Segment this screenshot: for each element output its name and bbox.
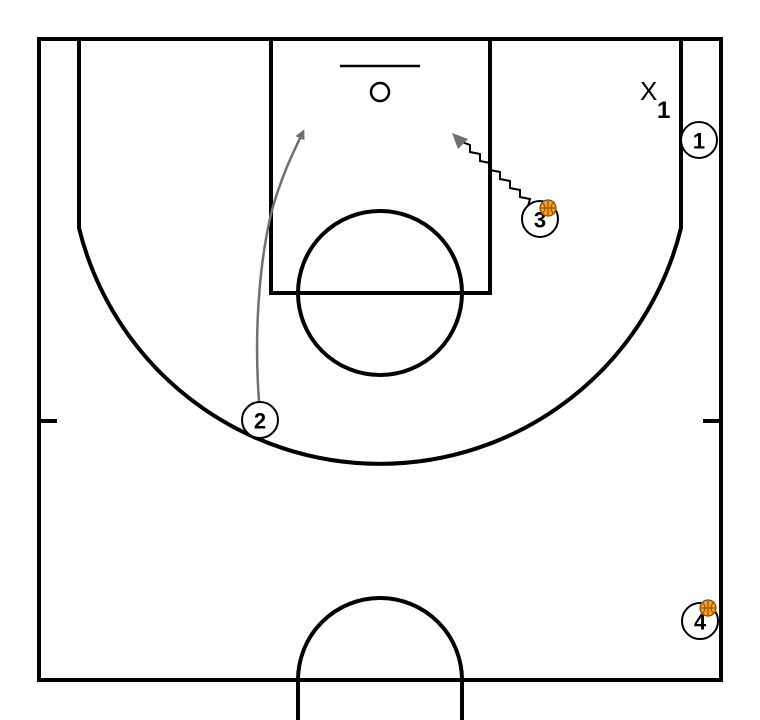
three-point-line [77,39,683,466]
player-marker [680,121,718,159]
defender-x1: X 1 [640,76,670,124]
offense-player-1: 1 [680,121,718,159]
basketball-icon [699,599,717,617]
basketball-icon [539,199,557,217]
player-marker [241,401,279,439]
offense-player-3: 3 [521,199,559,238]
hoop [369,81,391,103]
cut-arrow-player-2 [255,129,305,402]
dribble-arrowhead-player-3 [452,133,468,149]
defender-mark: X [640,76,657,106]
free-throw-circle [296,209,464,377]
center-circle [296,596,464,720]
free-throw-lane [269,37,492,295]
defender-number: 1 [657,97,670,124]
offense-player-4: 4 [681,599,719,640]
player-number: 2 [254,409,266,434]
player-number: 1 [693,129,705,154]
court-lines [37,37,723,720]
offense-player-2: 2 [241,401,279,439]
player-number: 4 [694,610,707,635]
court-boundary [37,37,723,682]
dribble-line-player-3 [461,141,532,207]
